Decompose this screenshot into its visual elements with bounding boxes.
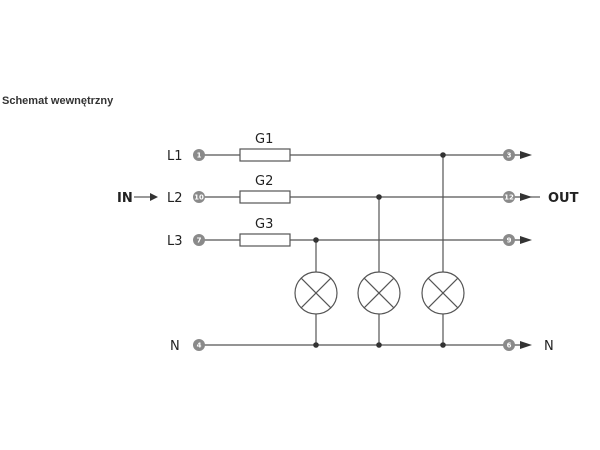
line-label-l1: L1 [167,149,183,164]
line-label-n: N [170,339,180,354]
lamp-2 [357,271,401,315]
in-label: IN [117,191,133,206]
terminal-in-l2: 10 [193,191,205,203]
arrow-l2 [520,193,532,201]
node-l2 [376,194,382,200]
terminal-out-l3: 9 [503,234,515,246]
svg-text:6: 6 [507,342,512,350]
svg-text:1: 1 [197,152,202,160]
lamp-1 [294,271,338,315]
terminal-out-l1: 3 [503,149,515,161]
terminal-in-l3: 7 [193,234,205,246]
node-l3 [313,237,319,243]
diagram-title: Schemat wewnętrzny [2,95,114,107]
node-n-1 [313,342,319,348]
terminal-in-n: 4 [193,339,205,351]
node-l1 [440,152,446,158]
svg-text:3: 3 [507,152,512,160]
lamp-3 [421,271,465,315]
arrow-l1 [520,151,532,159]
line-label-l2: L2 [167,191,183,206]
arrow-n [520,341,532,349]
fuse-g1 [239,148,291,162]
svg-text:12: 12 [504,194,514,202]
svg-text:10: 10 [194,194,204,202]
terminal-out-n: 6 [503,339,515,351]
line-label-n-out: N [544,339,554,354]
node-n-2 [376,342,382,348]
fuse-label-g3: G3 [255,217,273,232]
out-label: OUT [548,191,579,206]
fuse-label-g1: G1 [255,132,273,147]
svg-text:4: 4 [197,342,202,350]
line-label-l3: L3 [167,234,183,249]
in-arrow-head [150,193,158,201]
svg-text:9: 9 [507,237,512,245]
fuse-label-g2: G2 [255,174,273,189]
svg-text:7: 7 [197,237,202,245]
node-n-3 [440,342,446,348]
terminal-out-l2: 12 [503,191,515,203]
fuse-g2 [239,190,291,204]
arrow-l3 [520,236,532,244]
terminal-in-l1: 1 [193,149,205,161]
fuse-g3 [239,233,291,247]
